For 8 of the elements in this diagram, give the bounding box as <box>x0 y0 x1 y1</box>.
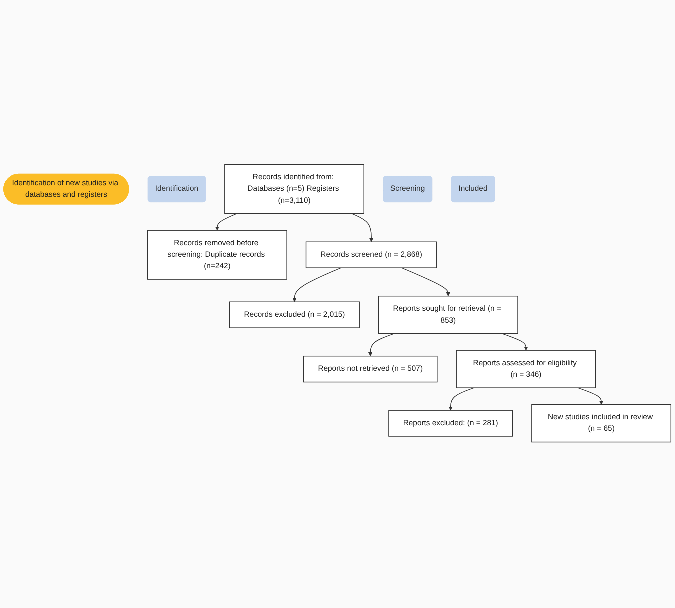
arrow <box>215 214 238 232</box>
arrow <box>352 214 374 243</box>
arrow <box>402 268 451 297</box>
arrow <box>292 268 342 303</box>
arrow <box>502 334 528 352</box>
arrow <box>578 388 604 406</box>
arrow <box>448 388 475 412</box>
arrow <box>368 334 396 357</box>
